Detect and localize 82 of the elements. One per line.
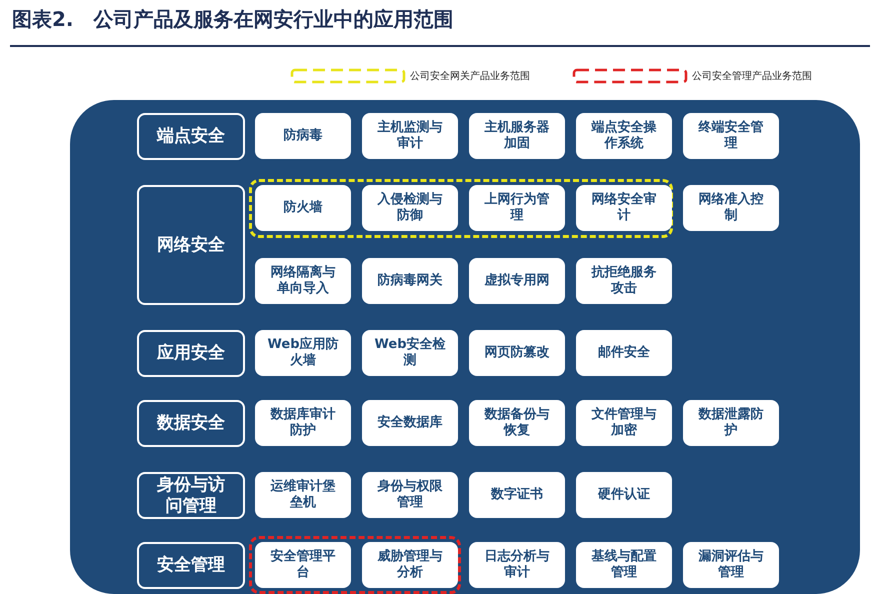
product-label: 安全数据库 [378,415,442,431]
product-box [683,400,779,446]
legend-label: 公司安全网关产品业务范围 [410,70,530,83]
product-label: 邮件安全 [598,345,650,361]
product-label: 终端安全管理 [697,120,764,152]
category-label: 应用安全 [157,343,225,364]
product-box [683,185,779,231]
product-label: 网络安全审计 [590,192,658,224]
background-panel [70,100,860,594]
category-label: 网络安全 [157,234,225,256]
product-box [576,185,672,231]
product-box [255,472,351,518]
product-box [576,400,672,446]
product-box [683,113,779,159]
category-box [137,400,245,447]
product-label: 日志分析与审计 [484,549,550,581]
product-box [469,185,565,231]
product-label: 威胁管理与分析 [376,549,444,581]
category-label: 安全管理 [157,555,225,576]
product-label: 防火墙 [284,200,322,216]
product-label: 基线与配置管理 [590,549,658,581]
product-box [362,400,458,446]
product-label: 数据备份与恢复 [483,407,550,439]
product-label: 网络隔离与单向导入 [270,265,336,297]
product-label: 主机监测与审计 [376,120,444,152]
product-box [255,185,351,231]
product-box [362,113,458,159]
figure-title: 图表2. 公司产品及服务在网安行业中的应用范围 [12,6,454,33]
product-label: 数据泄露防护 [697,407,764,439]
product-label: 数据库审计防护 [269,407,336,439]
product-box [469,113,565,159]
product-box [576,258,672,304]
product-label: 入侵检测与防御 [376,192,444,224]
product-label: 网页防篡改 [484,345,550,361]
category-box [137,542,245,589]
product-box [255,330,351,376]
product-box [255,113,351,159]
product-box [469,542,565,588]
product-box [576,472,672,518]
product-box [362,330,458,376]
product-box [362,185,458,231]
product-label: 主机服务器加固 [484,120,550,152]
legend-label: 公司安全管理产品业务范围 [692,70,812,83]
product-box [469,258,565,304]
product-box [255,258,351,304]
product-label: 防病毒网关 [378,273,442,289]
category-label: 身份与访问管理 [156,474,226,516]
product-label: 端点安全操作系统 [590,120,658,152]
category-label: 端点安全 [157,126,225,147]
product-label: 漏洞评估与管理 [698,549,764,581]
product-label: 防病毒 [284,128,322,144]
dashed-group-outline [249,179,673,238]
product-label: 抗拒绝服务攻击 [590,265,658,297]
product-label: 安全管理平台 [270,549,336,581]
product-box [255,400,351,446]
category-box [137,472,245,519]
product-box [469,330,565,376]
product-box [576,330,672,376]
category-box [137,185,245,305]
product-box [362,472,458,518]
product-box [255,542,351,588]
product-label: 虚拟专用网 [484,273,550,289]
product-label: 运维审计堡垒机 [270,479,336,511]
dashed-group-outline [249,536,461,594]
product-label: 硬件认证 [598,487,650,503]
product-box [469,472,565,518]
product-label: Web应用防火墙 [266,337,340,369]
category-box [137,330,245,377]
product-box [362,258,458,304]
product-label: Web安全检测 [374,337,446,369]
product-box [576,542,672,588]
product-label: 身份与权限管理 [376,479,444,511]
product-label: 网络准入控制 [698,192,764,224]
product-label: 数字证书 [491,487,543,503]
product-box [576,113,672,159]
category-label: 数据安全 [157,413,225,434]
product-box [469,400,565,446]
product-box [683,542,779,588]
category-box [137,113,245,160]
product-label: 上网行为管理 [484,192,550,224]
product-box [362,542,458,588]
product-label: 文件管理与加密 [590,407,658,439]
